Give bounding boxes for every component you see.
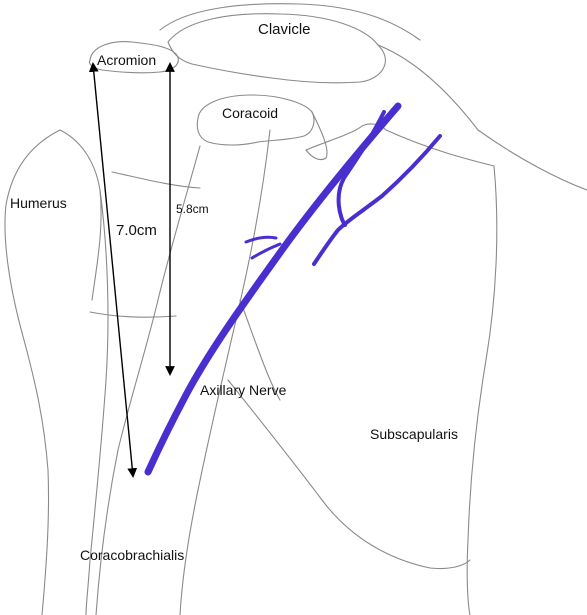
axillary-nerve-main	[148, 106, 398, 472]
coracoid-base	[306, 112, 327, 160]
clavicle-label: Clavicle	[258, 22, 311, 37]
humerus-label: Humerus	[10, 196, 67, 210]
humerus-head-line	[112, 172, 200, 188]
acromion-label: Acromion	[97, 53, 156, 67]
humerus-inner	[60, 130, 101, 300]
subscapularis-outline	[386, 130, 497, 615]
coracobrachialis-outline	[96, 146, 200, 615]
axillary-nerve-label: Axillary Nerve	[200, 383, 286, 397]
coracoid-label: Coracoid	[222, 106, 278, 120]
axillary-nerve-branch-b	[314, 136, 440, 264]
humerus-cross-line	[90, 312, 176, 317]
coracobrachialis-label: Coracobrachialis	[80, 548, 184, 562]
measure-long-arrow	[93, 64, 133, 476]
subscapularis-label: Subscapularis	[370, 427, 458, 441]
subscapularis-lower	[228, 380, 470, 569]
measure-long-label: 7.0cm	[116, 223, 157, 238]
measure-short-label: 5.8cm	[176, 203, 209, 215]
